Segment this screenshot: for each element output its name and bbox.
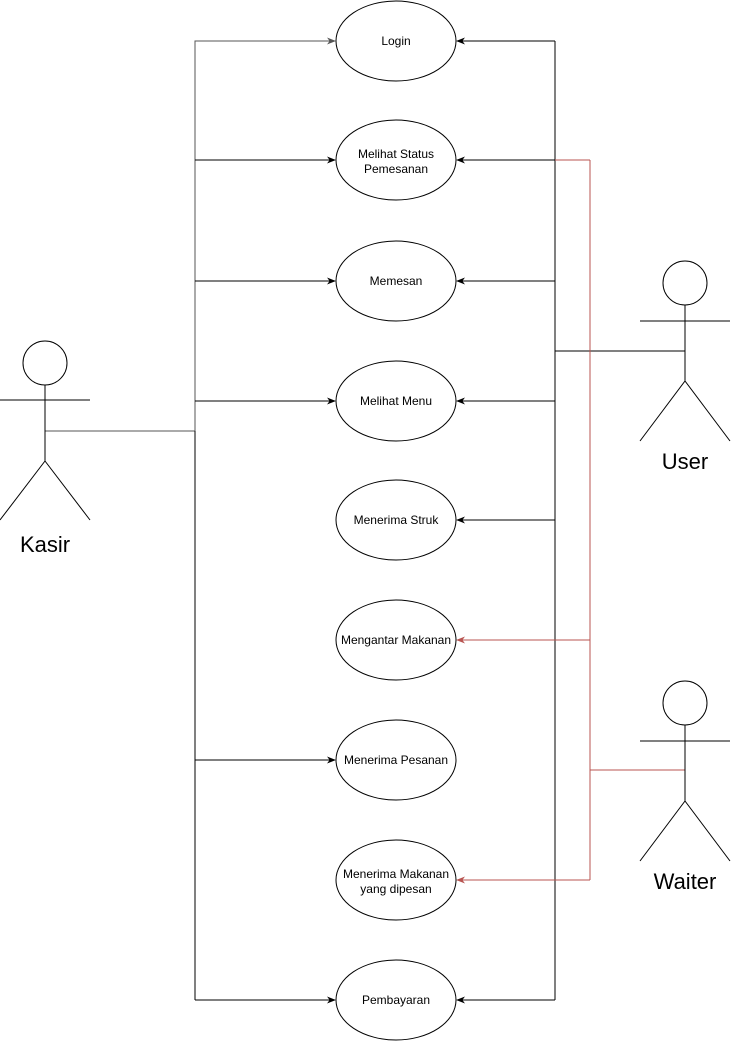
use-case-memesan[interactable]: Memesan [335,240,457,322]
svg-text:Menerima Pesanan: Menerima Pesanan [344,753,448,767]
actor-user[interactable]: User [639,260,731,474]
use-case-label: yang dipesan [360,882,431,896]
actor-label: User [662,449,708,474]
actor-kasir[interactable]: Kasir [0,340,91,557]
use-case-ellipse [335,839,457,921]
svg-text:Mengantar Makanan: Mengantar Makanan [341,633,451,647]
use-case-ellipse [335,479,457,561]
actor-label: Kasir [20,532,70,557]
use-case-label: Melihat Menu [360,394,432,408]
use-case-menerima-struk[interactable]: Menerima Struk [335,479,457,561]
use-case-label: Menerima Pesanan [344,753,448,767]
stick-figure-icon [639,260,731,442]
use-case-ellipse [335,0,457,82]
svg-text:Memesan: Memesan [370,274,423,288]
use-case-pembayaran[interactable]: Pembayaran [335,959,457,1041]
use-case-ellipse [335,719,457,801]
use-case-ellipse [335,959,457,1041]
svg-text:Menerima Struk: Menerima Struk [354,513,440,527]
user-connectors [456,37,685,1004]
use-case-ellipse [335,599,457,681]
kasir-connectors [45,37,336,1004]
use-case-label: Pemesanan [364,162,428,176]
svg-text:Pembayaran: Pembayaran [362,993,430,1007]
use-case-label: Memesan [370,274,423,288]
kasir-to-login [194,37,336,431]
use-case-ellipse [335,360,457,442]
svg-text:Melihat Menu: Melihat Menu [360,394,432,408]
use-case-label: Mengantar Makanan [341,633,451,647]
stick-figure-icon [639,680,731,862]
use-case-label: Menerima Makanan [343,867,449,881]
use-case-ellipse [335,119,457,201]
waiter-connectors [456,159,685,884]
use-case-login[interactable]: Login [335,0,457,82]
svg-text:Login: Login [381,34,410,48]
actor-label: Waiter [654,869,717,894]
use-case-label: Melihat Status [358,147,434,161]
stick-figure-icon [0,340,91,521]
use-case-label: Login [381,34,410,48]
use-case-label: Pembayaran [362,993,430,1007]
use-case-mengantar-makanan[interactable]: Mengantar Makanan [335,599,457,681]
use-case-label: Menerima Struk [354,513,440,527]
actor-waiter[interactable]: Waiter [639,680,731,894]
use-case-ellipse [335,240,457,322]
use-case-menerima-pesanan[interactable]: Menerima Pesanan [335,719,457,801]
use-case-melihat-menu[interactable]: Melihat Menu [335,360,457,442]
